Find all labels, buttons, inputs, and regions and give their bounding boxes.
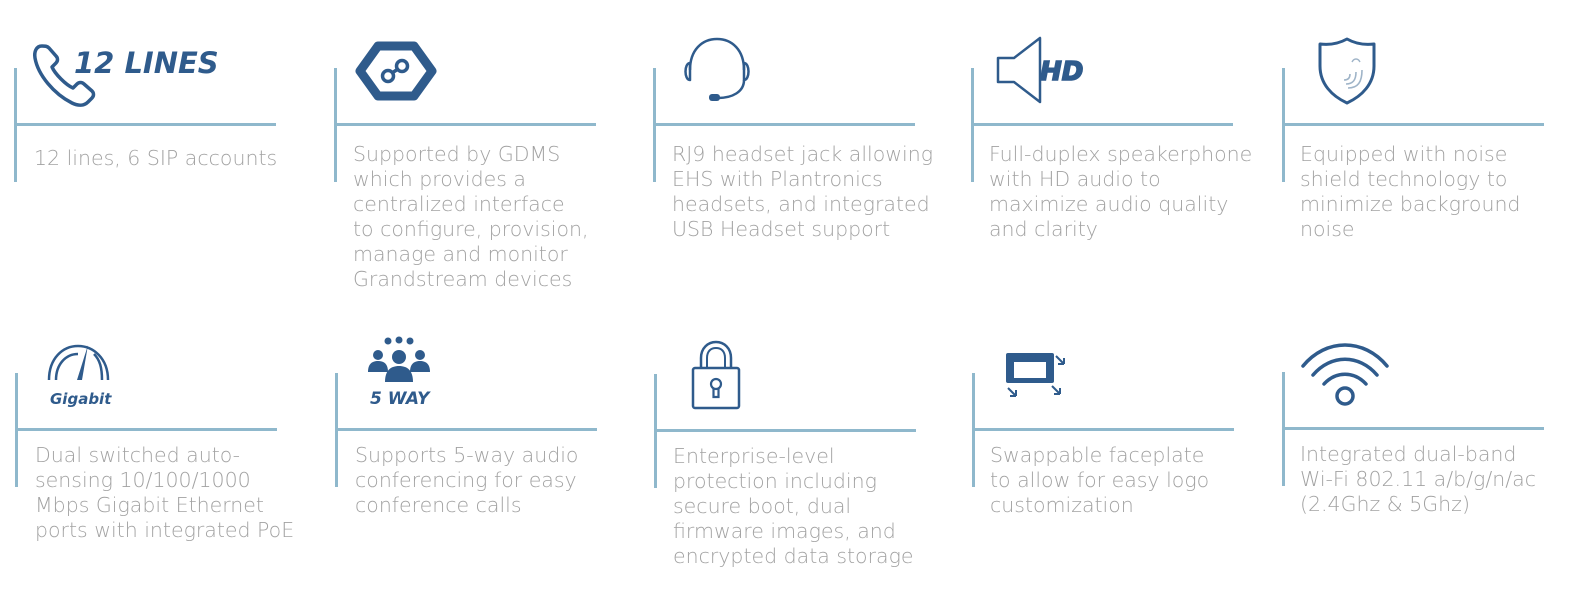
description-line: maximize audio quality — [989, 192, 1229, 216]
description-line: which provides a — [353, 167, 526, 191]
description-line: Wi-Fi 802.11 a/b/g/n/ac — [1300, 467, 1537, 491]
divider-horizontal — [1282, 123, 1544, 126]
divider-horizontal — [972, 428, 1234, 431]
divider-horizontal — [1282, 427, 1544, 430]
description-line: secure boot, dual — [673, 494, 852, 518]
description-line: (2.4Ghz & 5Ghz) — [1300, 492, 1470, 516]
feature-description: Dual switched auto- sensing 10/100/1000 … — [35, 443, 294, 543]
description-line: ports with integrated PoE — [35, 518, 295, 542]
divider-horizontal — [334, 123, 596, 126]
feature-description: 12 lines, 6 SIP accounts — [34, 146, 277, 171]
divider-horizontal — [15, 428, 277, 431]
description-line: Equipped with noise — [1300, 142, 1508, 166]
divider-horizontal — [971, 123, 1233, 126]
description-line: conference calls — [355, 493, 522, 517]
feature-description: Supported by GDMS which provides a centr… — [353, 142, 589, 292]
icon-label-12-lines: 12 LINES — [74, 46, 219, 80]
description-line: customization — [990, 493, 1134, 517]
description-line: RJ9 headset jack allowing — [672, 142, 934, 166]
divider-horizontal — [654, 429, 916, 432]
description-line: Swappable faceplate — [990, 443, 1205, 467]
divider-horizontal — [14, 123, 276, 126]
description-line: EHS with Plantronics — [672, 167, 883, 191]
divider-horizontal — [653, 123, 915, 126]
description-line: Supported by GDMS — [353, 142, 561, 166]
description-line: Supports 5-way audio — [355, 443, 579, 467]
description-line: and clarity — [989, 217, 1098, 241]
headset-icon — [682, 36, 752, 104]
lcd-faceplate-icon: LCD — [1004, 350, 1068, 402]
feature-description: Full-duplex speakerphone with HD audio t… — [989, 142, 1252, 242]
description-line: Dual switched auto- — [35, 443, 241, 467]
icon-label-lcd: LCD — [1022, 354, 1038, 362]
description-line: encrypted data storage — [673, 544, 914, 568]
description-line: 12 lines, 6 SIP accounts — [34, 146, 278, 170]
padlock-icon — [690, 340, 744, 412]
description-line: USB Headset support — [672, 217, 891, 241]
feature-description: Supports 5-way audio conferencing for ea… — [355, 443, 578, 518]
description-line: Full-duplex speakerphone — [989, 142, 1253, 166]
description-line: Mbps Gigabit Ethernet — [35, 493, 264, 517]
description-line: to allow for easy logo — [990, 468, 1210, 492]
hd-speaker-icon: HD — [994, 36, 1084, 106]
feature-description: Integrated dual-band Wi-Fi 802.11 a/b/g/… — [1300, 442, 1536, 517]
description-line: protection including — [673, 469, 877, 493]
description-line: headsets, and integrated — [672, 192, 930, 216]
description-line: Enterprise-level — [673, 444, 835, 468]
description-line: Grandstream devices — [353, 267, 573, 291]
description-line: conferencing for easy — [355, 468, 577, 492]
feature-description: Swappable faceplate to allow for easy lo… — [990, 443, 1209, 518]
conference-people-icon: 5 WAY — [366, 336, 432, 409]
description-line: Integrated dual-band — [1300, 442, 1517, 466]
description-line: with HD audio to — [989, 167, 1161, 191]
description-line: noise — [1300, 217, 1355, 241]
icon-label-5-way: 5 WAY — [370, 389, 431, 409]
feature-description: Enterprise-level protection including se… — [673, 444, 914, 569]
wifi-icon — [1300, 340, 1390, 408]
description-line: sensing 10/100/1000 — [35, 468, 251, 492]
phone-handset-icon: 12 LINES — [32, 40, 219, 110]
description-line: centralized interface — [353, 192, 565, 216]
feature-description: Equipped with noise shield technology to… — [1300, 142, 1520, 242]
description-line: minimize background — [1300, 192, 1521, 216]
description-line: manage and monitor — [353, 242, 568, 266]
gigabit-gauge-icon: Gigabit — [44, 342, 116, 408]
feature-description: RJ9 headset jack allowing EHS with Plant… — [672, 142, 933, 242]
icon-label-hd: HD — [1040, 57, 1083, 87]
noise-shield-icon — [1316, 36, 1378, 106]
description-line: to configure, provision, — [353, 217, 589, 241]
description-line: firmware images, and — [673, 519, 896, 543]
divider-horizontal — [335, 428, 597, 431]
description-line: shield technology to — [1300, 167, 1508, 191]
icon-label-gigabit: Gigabit — [50, 390, 112, 408]
gdms-hexagon-icon — [355, 41, 437, 101]
